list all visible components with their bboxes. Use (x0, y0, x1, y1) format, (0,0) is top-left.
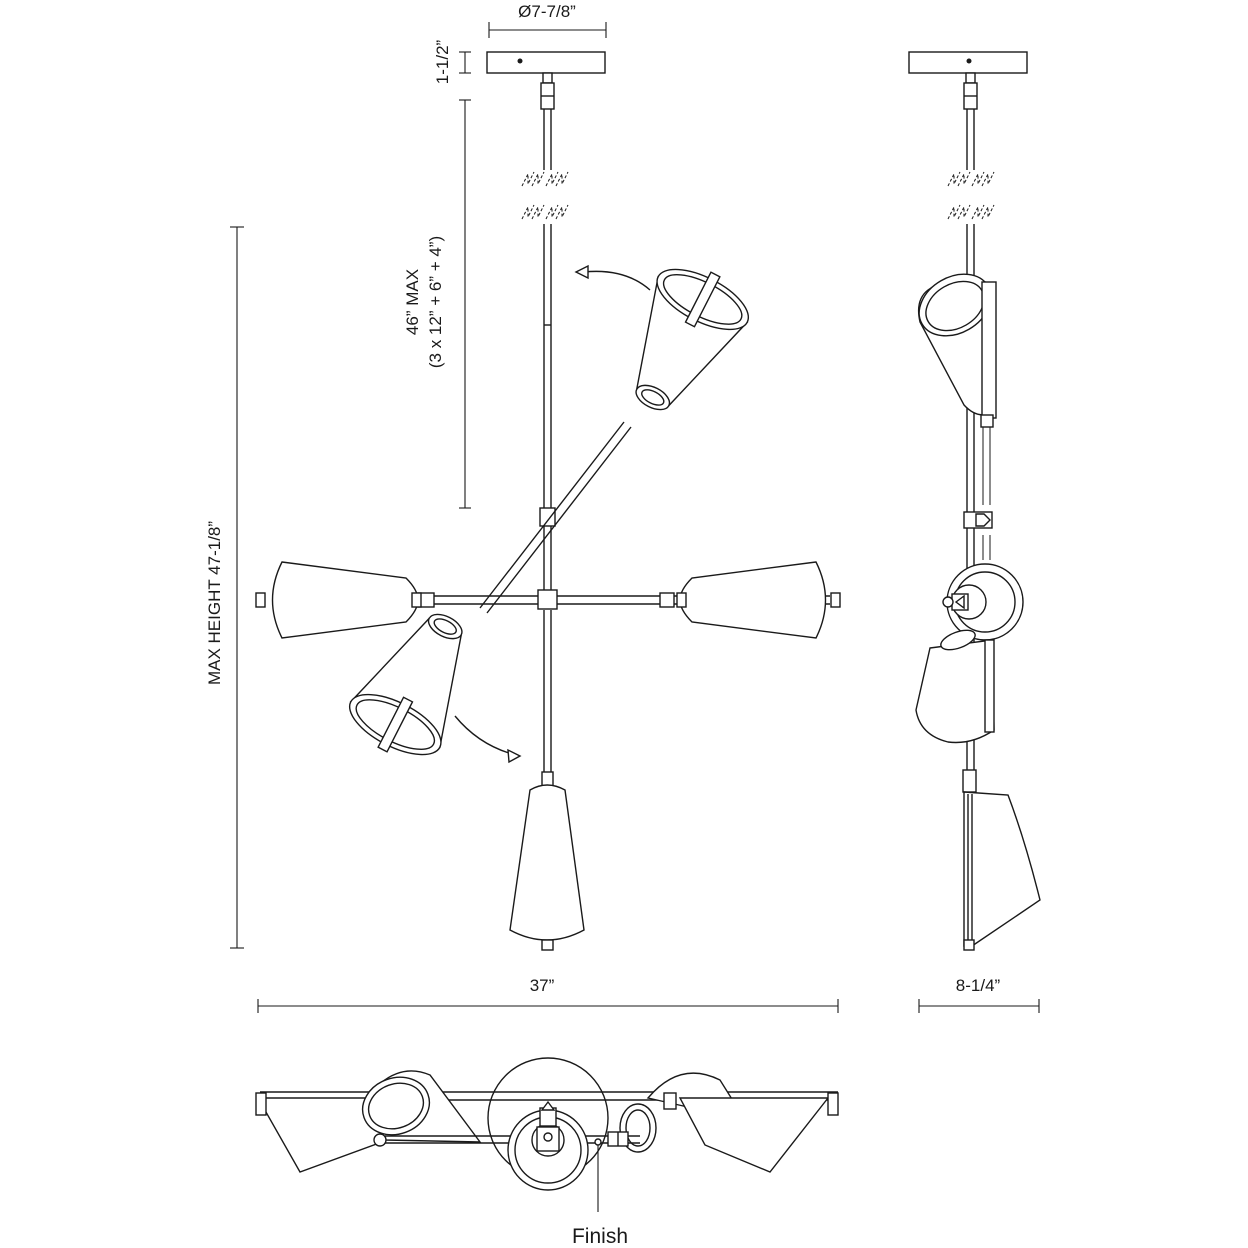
front-canopy (486, 51, 606, 74)
side-shade-upper (917, 273, 997, 428)
label-stem-breakdown: (3 x 12” + 6” + 4”) (426, 236, 445, 368)
label-stem-max: 46” MAX (403, 269, 422, 335)
label-canopy-height: 1-1/2” (433, 39, 452, 84)
side-view (908, 51, 1041, 951)
shade-upper-right (635, 268, 750, 411)
label-finish: Finish (572, 1225, 628, 1248)
side-shade-lower (915, 629, 995, 744)
top-view (255, 1057, 839, 1212)
center-hub (537, 589, 558, 610)
side-hub (942, 563, 1024, 641)
label-canopy-diameter: Ø7-7/8” (518, 2, 576, 21)
front-view (255, 51, 841, 951)
rotation-arrow-top (583, 270, 651, 291)
canopy-screw (517, 58, 523, 64)
label-width-side: 8-1/4” (956, 976, 1001, 995)
shade-right (676, 561, 841, 639)
shade-left (255, 561, 422, 639)
side-shade-bottom (962, 769, 1041, 951)
rotation-arrow-bottom (454, 715, 513, 755)
shade-lower-left (348, 613, 463, 756)
label-max-height: MAX HEIGHT 47-1/8” (205, 521, 224, 685)
label-width-front: 37” (530, 976, 555, 995)
shade-bottom (509, 771, 585, 951)
dimensions: Ø7-7/8” 1-1/2” 46” MAX (3 x 12” + 6” + 4… (205, 2, 1040, 1248)
